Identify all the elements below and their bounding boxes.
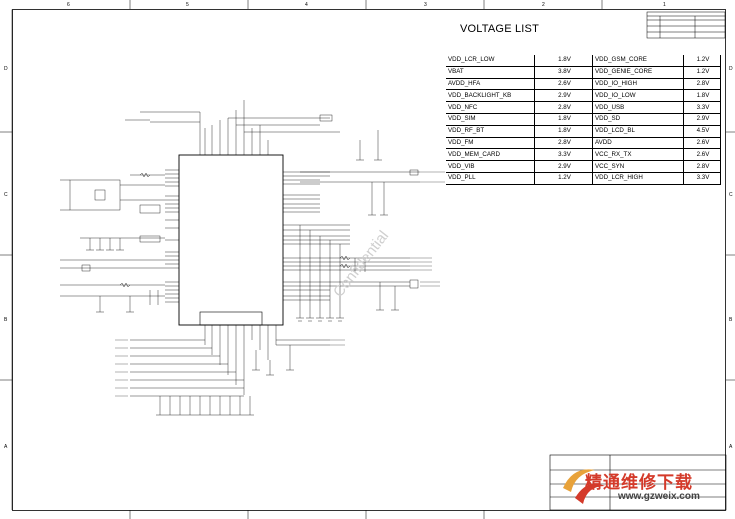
rail-name: AVDD: [592, 137, 684, 150]
grid-row-b: B: [4, 317, 8, 323]
rail-name: VDD_RF_BT: [446, 125, 535, 138]
rail-voltage: 2.9V: [683, 113, 721, 126]
rail-voltage: 2.8V: [534, 101, 593, 114]
rail-voltage: 2.6V: [683, 148, 721, 162]
rail-voltage: 2.8V: [683, 78, 721, 91]
grid-col-4: 4: [305, 2, 308, 8]
rail-name: VDD_SD: [592, 113, 684, 126]
watermark-url: www.gzweix.com: [618, 491, 700, 502]
rail-name: VDD_LCR_HIGH: [592, 172, 684, 185]
rail-voltage: 3.8V: [534, 66, 593, 79]
rail-voltage: 3.3V: [534, 148, 593, 162]
rail-name: VCC_RX_TX: [592, 148, 684, 162]
rail-voltage: 1.8V: [534, 125, 593, 138]
grid-row-a-right: A: [729, 444, 733, 450]
rail-name: VCC_SYN: [592, 160, 684, 173]
rail-name: VDD_VIB: [446, 160, 535, 173]
rail-name: VDD_PLL: [446, 172, 535, 185]
rail-voltage: 1.8V: [683, 89, 721, 103]
rail-voltage: 2.9V: [534, 160, 593, 173]
right-components: [319, 114, 419, 289]
rail-name: VDD_LCR_LOW: [446, 55, 535, 67]
top-bus: [140, 100, 340, 155]
rail-name: VDD_FM: [446, 137, 535, 150]
net-labels: [115, 171, 445, 397]
grid-row-d: D: [4, 66, 8, 72]
rail-name: VDD_GSM_CORE: [592, 55, 684, 67]
rail-voltage: 2.6V: [683, 137, 721, 150]
rail-voltage: 1.2V: [534, 172, 593, 185]
rail-name: VDD_IO_LOW: [592, 89, 684, 103]
rail-voltage: 1.8V: [534, 55, 593, 67]
rail-voltage: 2.8V: [534, 137, 593, 150]
rail-voltage: 2.6V: [534, 78, 593, 91]
rail-voltage: 1.2V: [683, 55, 721, 67]
rail-name: AVDD_HFA: [446, 78, 535, 91]
grid-col-2: 2: [542, 2, 545, 8]
revision-block: [646, 11, 726, 39]
grid-col-5: 5: [186, 2, 189, 8]
rail-name: VDD_MEM_CARD: [446, 148, 535, 162]
rail-name: VBAT: [446, 66, 535, 79]
rail-name: VDD_USB: [592, 101, 684, 114]
grid-row-c-right: C: [729, 192, 733, 198]
rail-name: VDD_IO_HIGH: [592, 78, 684, 91]
rail-voltage: 4.5V: [683, 125, 721, 138]
rail-name: VDD_GENIE_CORE: [592, 66, 684, 79]
grid-row-b-right: B: [729, 317, 733, 323]
watermark-logo: [563, 469, 605, 504]
grid-col-3: 3: [424, 2, 427, 8]
grid-row-a: A: [4, 444, 8, 450]
left-circuit: [60, 119, 165, 313]
rail-voltage: 3.3V: [683, 101, 721, 114]
rail-name: VDD_BACKLIGHT_KB: [446, 89, 535, 103]
grid-row-c: C: [4, 192, 8, 198]
title-block: [549, 454, 727, 511]
grid-col-6: 6: [67, 2, 70, 8]
main-ic: [178, 154, 284, 326]
grid-col-1: 1: [663, 2, 666, 8]
rail-voltage: 2.9V: [534, 89, 593, 103]
rail-voltage: 1.2V: [683, 66, 721, 79]
rail-voltage: 3.3V: [683, 172, 721, 185]
voltage-list-title: VOLTAGE LIST: [460, 23, 540, 35]
grid-row-d-right: D: [729, 66, 733, 72]
rail-name: VDD_SIM: [446, 113, 535, 126]
rail-name: VDD_NFC: [446, 101, 535, 114]
ic-right-pins: [283, 171, 420, 301]
rail-voltage: 2.8V: [683, 160, 721, 173]
right-drops: [296, 130, 399, 322]
rail-name: VDD_LCD_BL: [592, 125, 684, 138]
watermark-site-name: 精通维修下载: [585, 473, 693, 493]
ic-left-pins: [165, 169, 179, 303]
border-frame: [12, 9, 726, 511]
rail-voltage: 1.8V: [534, 113, 593, 126]
bottom-bus: [130, 325, 330, 416]
